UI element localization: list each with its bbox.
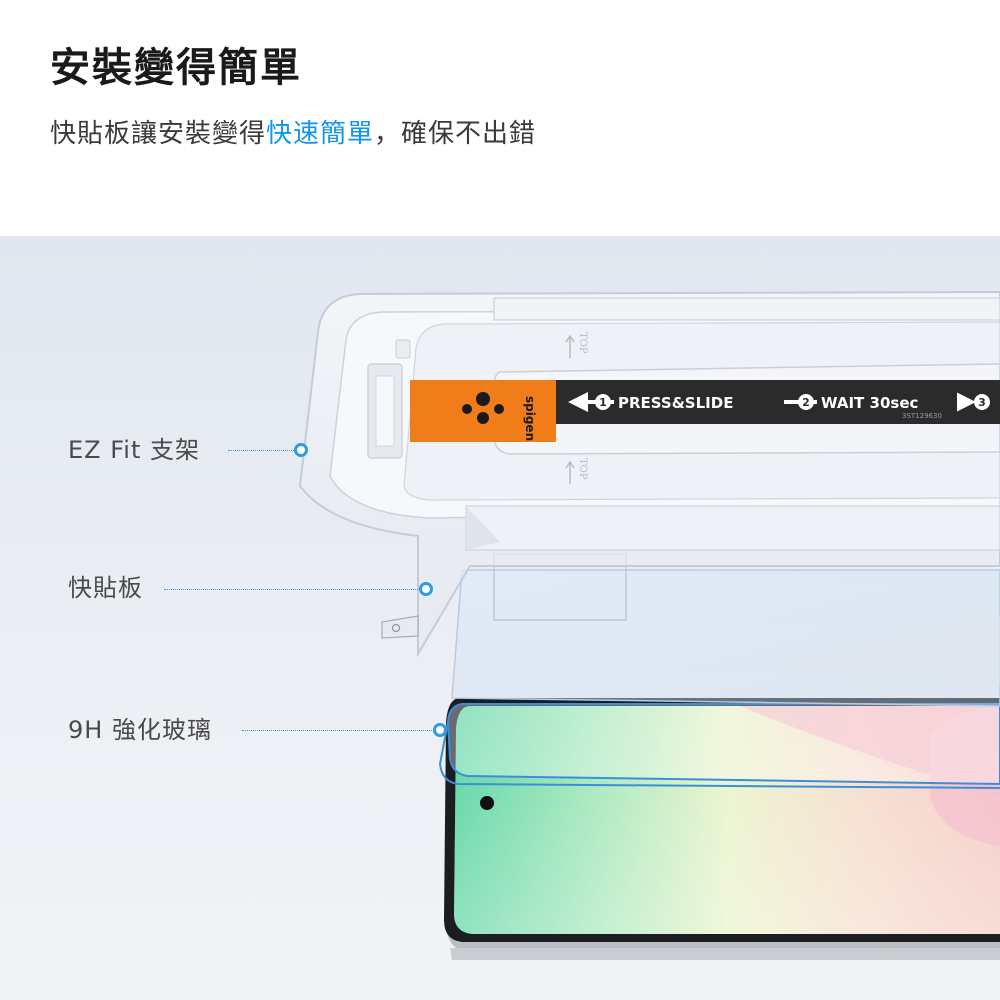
sticker-step-two: WAIT 30sec xyxy=(821,394,918,412)
callout-leader-ez-fit xyxy=(228,450,296,451)
instruction-sticker: spigen 1 PRESS&SLIDE 2 WAIT 30sec 3 3ST1… xyxy=(410,380,1000,442)
subtitle-highlight: 快速簡單 xyxy=(266,119,375,149)
step-one-number: 1 xyxy=(599,396,607,409)
page-title: 安裝變得簡單 xyxy=(50,45,302,91)
camera-hole-icon xyxy=(480,796,494,810)
top-marker-upper: TOP xyxy=(565,332,588,358)
callout-dot-quick-apply-sheet xyxy=(419,582,433,596)
top-marker-lower-text: TOP xyxy=(577,458,588,480)
callout-leader-quick-apply-sheet xyxy=(164,589,420,590)
arrow-right-icon xyxy=(956,392,976,412)
callout-label-quick-apply-sheet: 快貼板 xyxy=(68,574,143,602)
spigen-logo-icon xyxy=(462,392,504,424)
header: 安裝變得簡單 快貼板讓安裝變得快速簡單，確保不出錯 xyxy=(0,0,1000,236)
step-two-number: 2 xyxy=(802,396,810,409)
sticker-step-one: PRESS&SLIDE xyxy=(618,394,733,412)
subtitle-text-end: ，確保不出錯 xyxy=(374,119,537,149)
callout-dot-ez-fit xyxy=(294,443,308,457)
callout-label-ez-fit: EZ Fit 支架 xyxy=(68,436,200,464)
phone xyxy=(444,698,1000,960)
callout-dot-tempered-glass xyxy=(433,723,447,737)
top-marker-upper-text: TOP xyxy=(577,332,588,354)
step-three-number: 3 xyxy=(978,396,986,409)
page-subtitle: 快貼板讓安裝變得快速簡單，確保不出錯 xyxy=(50,118,536,152)
product-illustration: spigen 1 PRESS&SLIDE 2 WAIT 30sec 3 3ST1… xyxy=(0,236,1000,1000)
sticker-brand: spigen xyxy=(523,396,537,441)
callout-leader-tempered-glass xyxy=(242,730,434,731)
subtitle-text-start: 快貼板讓安裝變得 xyxy=(50,119,267,149)
tempered-glass xyxy=(438,703,1000,789)
arrow-left-icon xyxy=(568,392,588,412)
sticker-serial: 3ST129630 xyxy=(902,412,942,420)
top-marker-lower: TOP xyxy=(565,458,588,484)
quick-apply-sheet xyxy=(451,553,1000,707)
callout-label-tempered-glass: 9H 強化玻璃 xyxy=(68,716,212,744)
installation-kit-drawing: spigen 1 PRESS&SLIDE 2 WAIT 30sec 3 3ST1… xyxy=(298,290,1000,960)
